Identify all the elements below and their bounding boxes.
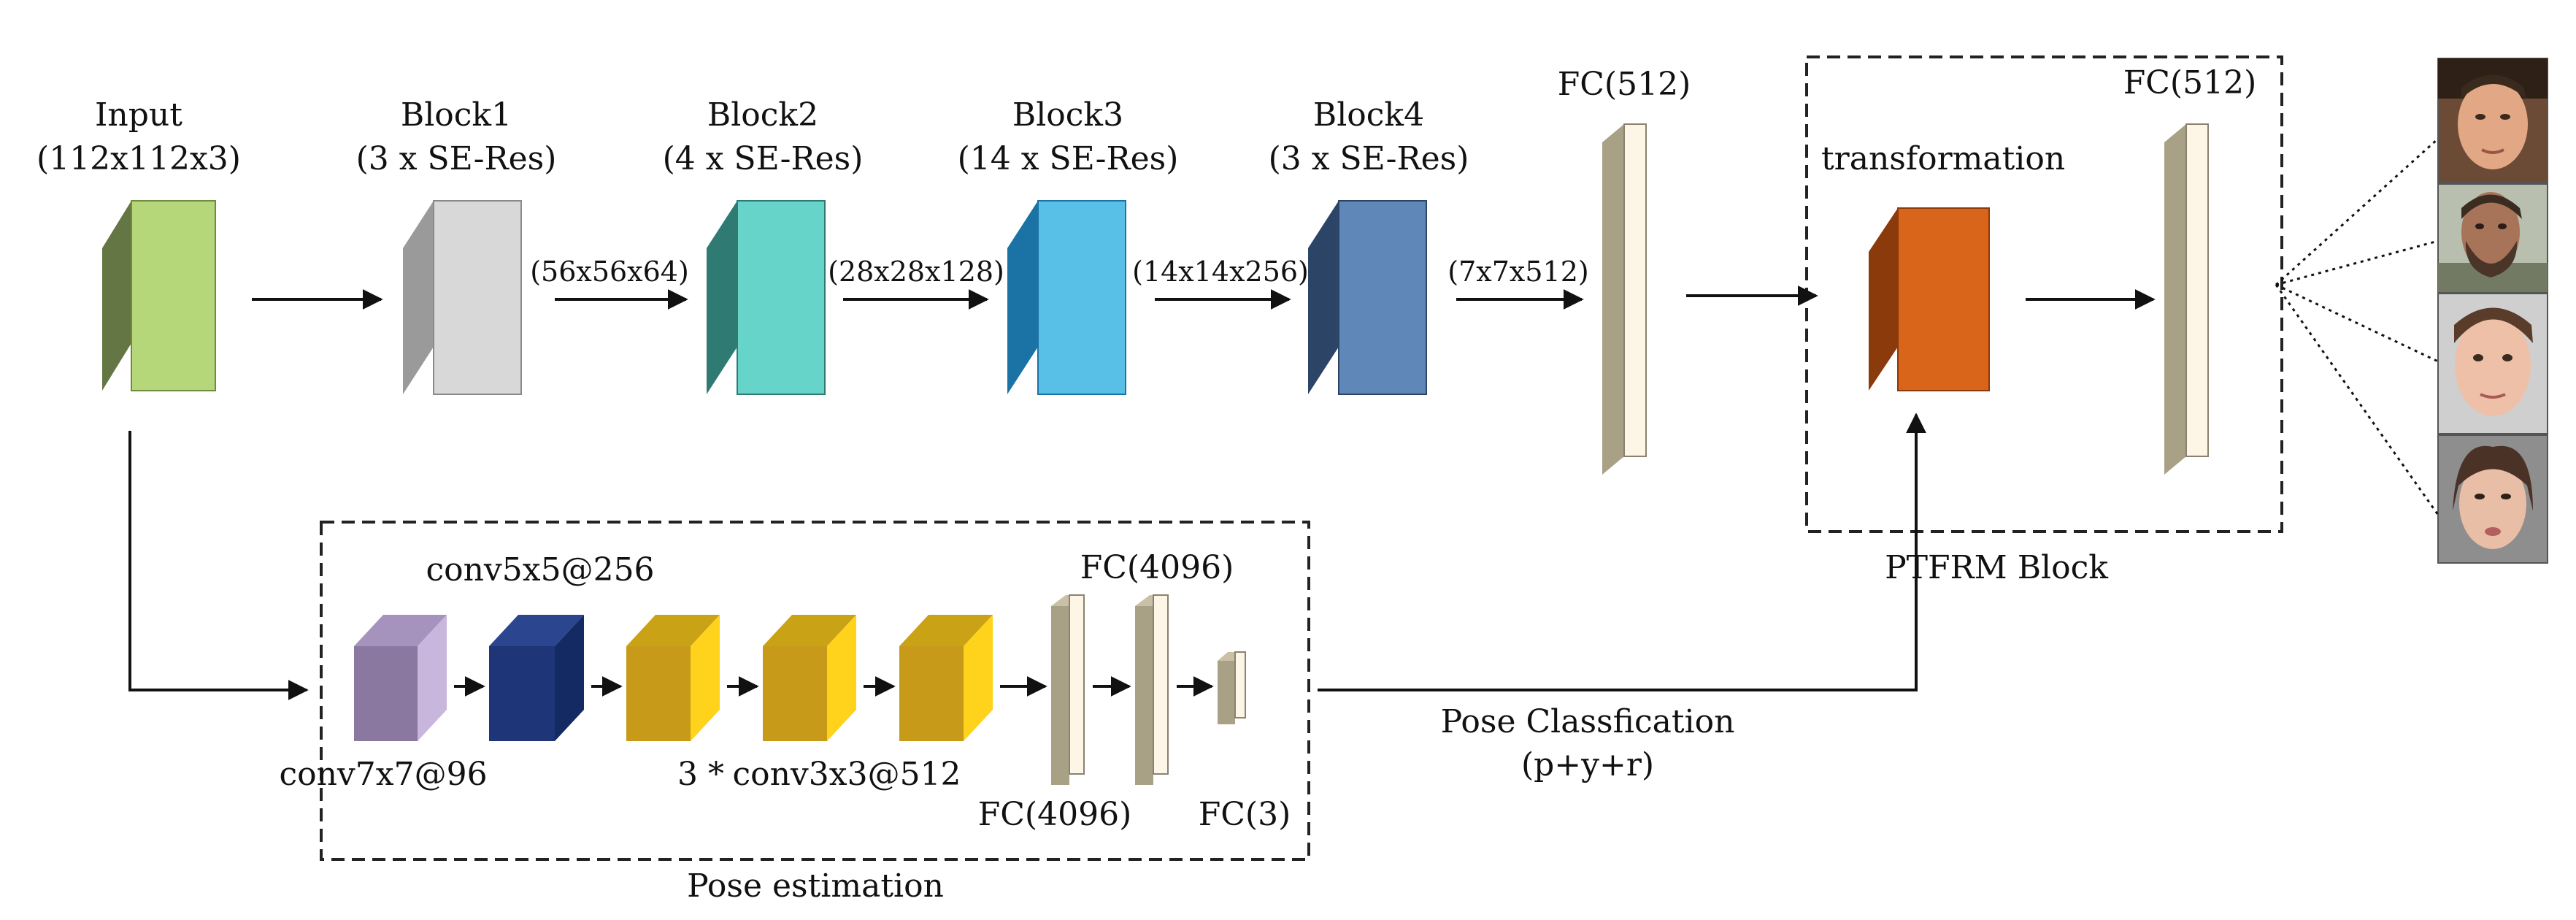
dotted-link-face-1 [2275,137,2439,286]
pose-classification-label: Pose Classfication [1441,703,1735,740]
input-dims: (112x112x3) [36,140,241,177]
shape-label-1: (56x56x64) [530,256,689,288]
ptfrm-fc512-label: FC(512) [2123,64,2257,101]
fc512-main-label: FC(512) [1558,66,1691,103]
face-photo-4 [2437,434,2548,564]
fc4096-bar-1 [1051,594,1085,785]
fc512-main-bar [1602,123,1647,475]
ptfrm-block-label: PTFRM Block [1885,549,2108,586]
block3-side [1007,201,1038,394]
block1-front [433,200,522,395]
transformation-label: transformation [1821,140,2065,177]
conv7x7-label: conv7x7@96 [279,756,487,793]
conv3x3-cube-1 [626,615,720,741]
fc3-bar [1218,651,1246,724]
block1-side [403,201,434,394]
block2-side [707,201,737,394]
face-photo-3 [2437,293,2548,434]
dotted-link-face-4 [2275,284,2439,515]
repeat-label: 3 * [677,756,724,793]
block4-front [1338,200,1427,395]
transformation-front [1897,207,1990,391]
input-block-side [102,201,131,391]
arrow-input-to-pose [128,431,309,700]
conv5x5-cube [489,615,584,741]
input-title: Input [95,96,182,134]
block2-front [737,200,826,395]
conv3x3-label: conv3x3@512 [732,756,961,793]
pose-estimation-border [320,521,1310,861]
fc4096-bar-2 [1135,594,1169,785]
fc3-label: FC(3) [1199,796,1291,833]
fc512-ptfrm-bar [2164,123,2209,475]
conv3x3-cube-2 [763,615,856,741]
block2-title: Block2 [707,96,818,134]
block2-detail: (4 x SE-Res) [663,140,864,177]
block3-title: Block3 [1012,96,1123,134]
fc4096-bottom-label: FC(4096) [978,796,1132,833]
conv5x5-label: conv5x5@256 [426,551,654,589]
input-front [131,200,216,391]
shape-label-3: (14x14x256) [1132,256,1309,288]
pose-classification-formula: (p+y+r) [1521,746,1654,783]
block4-title: Block4 [1313,96,1424,134]
pose-estimation-label: Pose estimation [687,867,944,905]
face-photo-1 [2437,58,2548,183]
shape-label-4: (7x7x512) [1447,256,1588,288]
block1-title: Block1 [401,96,512,134]
dotted-link-face-3 [2275,283,2439,363]
block1-detail: (3 x SE-Res) [356,140,557,177]
block4-detail: (3 x SE-Res) [1269,140,1469,177]
conv3x3-cube-3 [899,615,993,741]
dotted-link-face-2 [2275,239,2439,286]
fc4096-top-label: FC(4096) [1080,549,1234,586]
arrow-pose-to-transformation [1318,413,1926,691]
shape-label-2: (28x28x128) [828,256,1004,288]
block4-side [1308,201,1339,394]
block3-detail: (14 x SE-Res) [958,140,1179,177]
block3-front [1037,200,1126,395]
conv7x7-cube [354,615,447,741]
face-photo-2 [2437,183,2548,293]
